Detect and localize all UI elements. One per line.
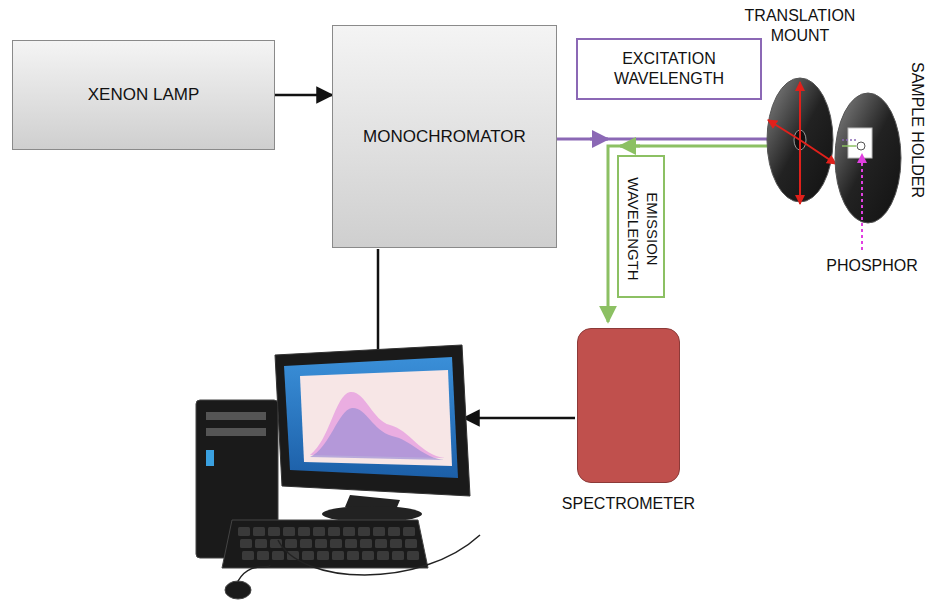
box-heading: SPECTROMETER <box>562 494 695 514</box>
spectrometer-box: SPECTROMETER <box>577 328 680 483</box>
excitation-label-box: EXCITATION WAVELENGTH <box>576 38 762 100</box>
box-label: MONOCHROMATOR <box>355 126 534 147</box>
box-label: XENON LAMP <box>80 84 207 105</box>
emission-arrow <box>620 145 640 148</box>
emission-label-box: EMISSION WAVELENGTH <box>617 155 665 298</box>
data-arrow <box>377 249 380 366</box>
monochromator-box: MONOCHROMATOR <box>332 25 557 248</box>
part-label: PHOSPHOR <box>822 256 922 276</box>
excitation-beam <box>557 138 798 141</box>
part-label: TRANSLATION MOUNT <box>740 6 860 46</box>
sample-holder <box>835 93 901 223</box>
excitation-arrow <box>590 138 608 141</box>
computer-illustration <box>196 345 480 599</box>
box-label: EXCITATION WAVELENGTH <box>578 49 760 89</box>
emission-beam <box>608 146 790 322</box>
part-label: SAMPLE HOLDER <box>907 55 927 205</box>
connector-arrow <box>275 94 332 97</box>
translation-mount <box>767 78 836 204</box>
data-arrow <box>464 417 575 420</box>
box-label: EMISSION WAVELENGTH <box>621 163 661 294</box>
lamp-box: XENON LAMP <box>12 40 275 150</box>
phosphor-leader <box>861 154 863 250</box>
